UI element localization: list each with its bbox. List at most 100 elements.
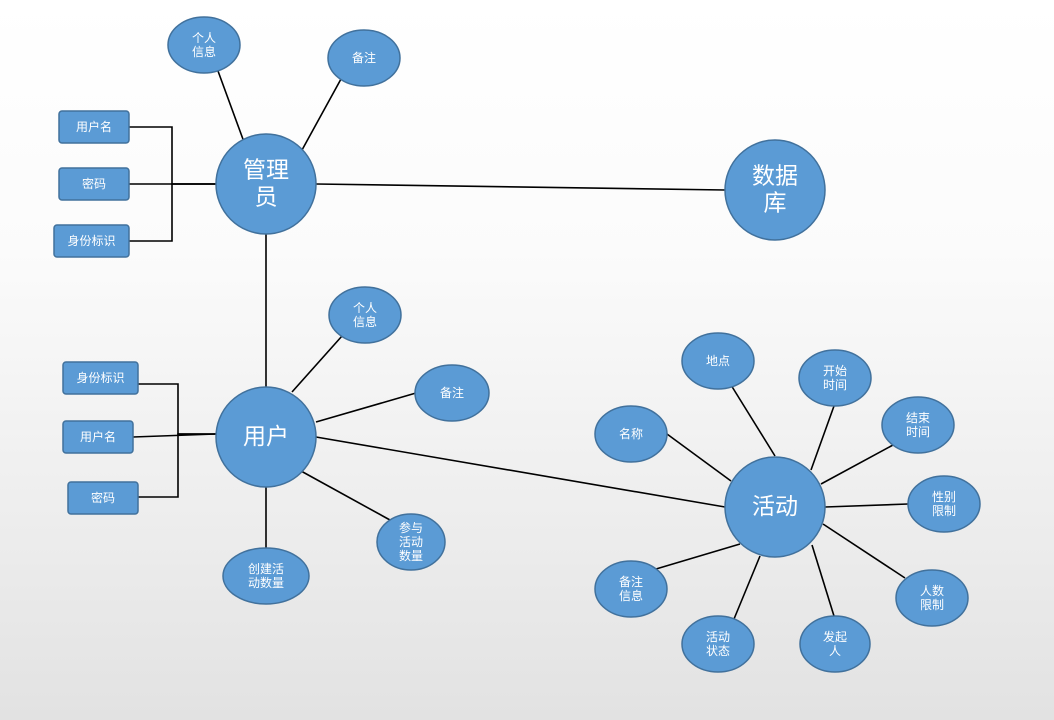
activity-start-time-label-line-0: 开始 xyxy=(823,364,847,378)
edge-activity-to-activity-people-limit xyxy=(822,523,906,579)
node-user-username: 用户名 xyxy=(62,420,134,454)
edge-activity-to-activity-start-time xyxy=(810,405,835,471)
edge-activity-to-activity-location xyxy=(730,384,776,457)
nodes-layer: 管理员数据库用户活动个人信息备注用户名密码身份标识个人信息备注身份标识用户名密码… xyxy=(53,16,981,673)
admin-identity-label-line-0: 身份标识 xyxy=(67,233,115,248)
admin-username-label-line-0: 用户名 xyxy=(76,119,112,134)
edge-user-to-user-identity xyxy=(138,383,216,435)
user-circle xyxy=(215,386,317,488)
edge-user-to-activity xyxy=(315,436,726,508)
activity-circle xyxy=(724,456,826,558)
activity-status-label-line-0: 活动 xyxy=(706,630,730,644)
activity-location-ellipse xyxy=(681,332,755,390)
edge-user-to-user-joined-count xyxy=(300,470,391,521)
node-activity-name: 名称 xyxy=(594,405,668,463)
user-joined-count-label-line-0: 参与 xyxy=(399,520,423,535)
edge-user-to-user-personal-info xyxy=(291,335,343,393)
edge-admin-to-database xyxy=(315,183,726,191)
edge-activity-to-activity-status xyxy=(733,555,761,620)
activity-gender-limit-ellipse xyxy=(907,475,981,533)
user-personal-info-label-line-1: 信息 xyxy=(353,314,377,329)
admin-label-line-0: 管理 xyxy=(243,158,289,184)
node-user: 用户 xyxy=(215,386,317,488)
user-joined-count-label-line-2: 数量 xyxy=(399,548,423,563)
node-activity-initiator: 发起人 xyxy=(799,615,871,673)
activity-initiator-label-line-0: 发起 xyxy=(823,629,847,644)
user-label-line-0: 用户 xyxy=(243,424,289,450)
admin-label-line-1: 员 xyxy=(255,185,278,211)
node-user-identity: 身份标识 xyxy=(62,361,139,395)
edge-activity-to-activity-gender-limit xyxy=(824,503,909,508)
activity-remark-info-label-line-0: 备注 xyxy=(619,574,643,589)
admin-password-rect xyxy=(58,167,130,201)
admin-personal-info-label-line-1: 信息 xyxy=(192,44,216,59)
edges-layer xyxy=(129,70,909,620)
user-identity-label-line-0: 身份标识 xyxy=(76,370,124,385)
user-created-count-ellipse xyxy=(222,547,310,605)
user-remark-ellipse xyxy=(414,364,490,422)
activity-name-ellipse xyxy=(594,405,668,463)
user-remark-label-line-0: 备注 xyxy=(440,385,464,400)
user-password-label-line-0: 密码 xyxy=(91,490,115,505)
activity-initiator-ellipse xyxy=(799,615,871,673)
node-user-password: 密码 xyxy=(67,481,139,515)
edge-user-to-user-password xyxy=(138,433,216,498)
activity-location-label-line-0: 地点 xyxy=(706,354,730,368)
edge-admin-to-admin-username xyxy=(129,126,216,185)
node-activity-location: 地点 xyxy=(681,332,755,390)
activity-remark-info-label-line-1: 信息 xyxy=(619,588,643,603)
activity-gender-limit-label-line-1: 限制 xyxy=(932,504,956,518)
node-admin-identity: 身份标识 xyxy=(53,224,130,258)
node-admin-remark: 备注 xyxy=(327,29,401,87)
activity-people-limit-ellipse xyxy=(895,569,969,627)
user-personal-info-ellipse xyxy=(328,286,402,344)
user-joined-count-label-line-1: 活动 xyxy=(399,535,423,549)
admin-remark-ellipse xyxy=(327,29,401,87)
activity-start-time-label-line-1: 时间 xyxy=(823,378,847,392)
node-admin-username: 用户名 xyxy=(58,110,130,144)
edge-user-to-user-remark xyxy=(315,392,417,423)
admin-password-label-line-0: 密码 xyxy=(82,176,106,191)
activity-start-time-ellipse xyxy=(798,349,872,407)
activity-gender-limit-label-line-0: 性别 xyxy=(932,490,956,504)
edge-admin-to-admin-identity xyxy=(129,183,216,242)
edge-activity-to-activity-remark-info xyxy=(655,543,741,570)
admin-identity-rect xyxy=(53,224,130,258)
activity-end-time-ellipse xyxy=(881,396,955,454)
edge-activity-to-activity-initiator xyxy=(811,544,835,617)
admin-username-rect xyxy=(58,110,130,144)
edge-admin-to-admin-remark xyxy=(301,78,342,151)
edge-admin-to-admin-personal-info xyxy=(217,70,245,143)
node-database: 数据库 xyxy=(724,139,826,241)
activity-people-limit-label-line-0: 人数 xyxy=(920,583,944,598)
activity-end-time-label-line-1: 时间 xyxy=(906,425,930,439)
admin-remark-label-line-0: 备注 xyxy=(352,50,376,65)
user-joined-count-ellipse xyxy=(376,513,446,571)
activity-end-time-label-line-0: 结束 xyxy=(906,411,930,425)
user-created-count-label-line-1: 动数量 xyxy=(248,575,284,590)
edge-activity-to-activity-end-time xyxy=(820,444,894,485)
activity-label-line-0: 活动 xyxy=(752,494,798,520)
user-personal-info-label-line-0: 个人 xyxy=(353,301,377,315)
activity-status-ellipse xyxy=(681,615,755,673)
edge-activity-to-activity-name xyxy=(666,433,732,482)
database-label-line-1: 库 xyxy=(764,191,787,217)
activity-initiator-label-line-1: 人 xyxy=(829,644,841,658)
node-admin-password: 密码 xyxy=(58,167,130,201)
activity-status-label-line-1: 状态 xyxy=(706,644,730,658)
admin-personal-info-label-line-0: 个人 xyxy=(192,31,216,45)
database-circle xyxy=(724,139,826,241)
activity-remark-info-ellipse xyxy=(594,560,668,618)
user-identity-rect xyxy=(62,361,139,395)
